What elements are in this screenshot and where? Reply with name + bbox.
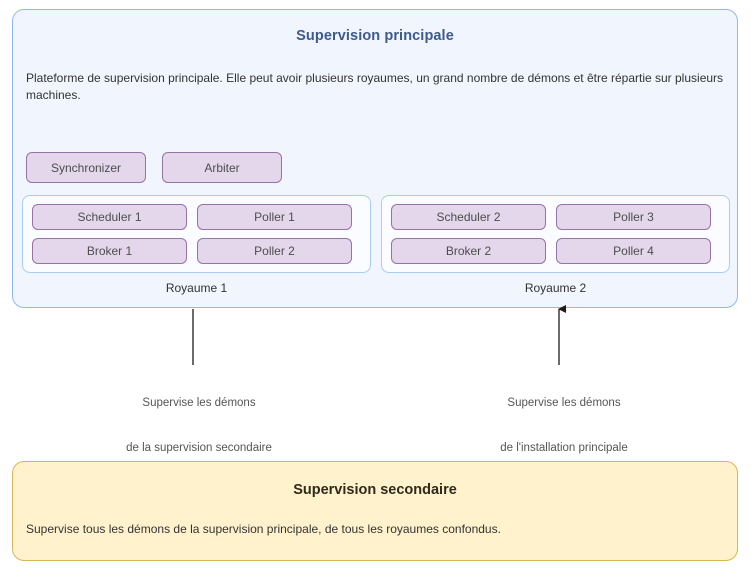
daemon-node-poller-3[interactable]: Poller 3 — [556, 204, 711, 230]
arrow-label-line-1: Supervise les démons — [142, 397, 256, 409]
arrow-label-supervises-primary: Supervise les démons de l'installation p… — [470, 365, 658, 472]
secondary-supervision-title: Supervision secondaire — [293, 482, 457, 498]
arrow-label-line-2: de la supervision secondaire — [126, 442, 272, 454]
arrow-label-supervises-secondary: Supervise les démons de la supervision s… — [105, 365, 293, 472]
realm-list: Scheduler 1 Poller 1 Broker 1 Poller 2 R… — [22, 195, 730, 295]
realm-daemon-box-2: Scheduler 2 Poller 3 Broker 2 Poller 4 — [381, 195, 730, 273]
daemon-node-broker-2[interactable]: Broker 2 — [391, 238, 546, 264]
daemon-node-broker-1[interactable]: Broker 1 — [32, 238, 187, 264]
daemon-node-poller-4[interactable]: Poller 4 — [556, 238, 711, 264]
daemon-node-synchronizer[interactable]: Synchronizer — [26, 152, 146, 183]
secondary-supervision-description: Supervise tous les démons de la supervis… — [26, 522, 501, 536]
global-daemon-list: Synchronizer Arbiter — [26, 152, 282, 183]
daemon-node-scheduler-2[interactable]: Scheduler 2 — [391, 204, 546, 230]
daemon-node-arbiter[interactable]: Arbiter — [162, 152, 282, 183]
primary-supervision-description: Plateforme de supervision principale. El… — [26, 71, 724, 102]
realm-label-1: Royaume 1 — [165, 281, 228, 295]
secondary-supervision-panel: Supervision secondaire Supervise tous le… — [12, 461, 738, 561]
daemon-node-poller-2[interactable]: Poller 2 — [197, 238, 352, 264]
arrow-label-line-1: Supervise les démons — [507, 397, 621, 409]
realm-daemon-box-1: Scheduler 1 Poller 1 Broker 1 Poller 2 — [22, 195, 371, 273]
primary-supervision-panel: Supervision principale Plateforme de sup… — [12, 9, 738, 308]
realm-royaume-1: Scheduler 1 Poller 1 Broker 1 Poller 2 R… — [22, 195, 371, 295]
daemon-node-poller-1[interactable]: Poller 1 — [197, 204, 352, 230]
primary-supervision-title: Supervision principale — [296, 28, 454, 44]
arrow-label-line-2: de l'installation principale — [500, 442, 628, 454]
realm-label-2: Royaume 2 — [524, 281, 587, 295]
realm-royaume-2: Scheduler 2 Poller 3 Broker 2 Poller 4 R… — [381, 195, 730, 295]
daemon-node-scheduler-1[interactable]: Scheduler 1 — [32, 204, 187, 230]
